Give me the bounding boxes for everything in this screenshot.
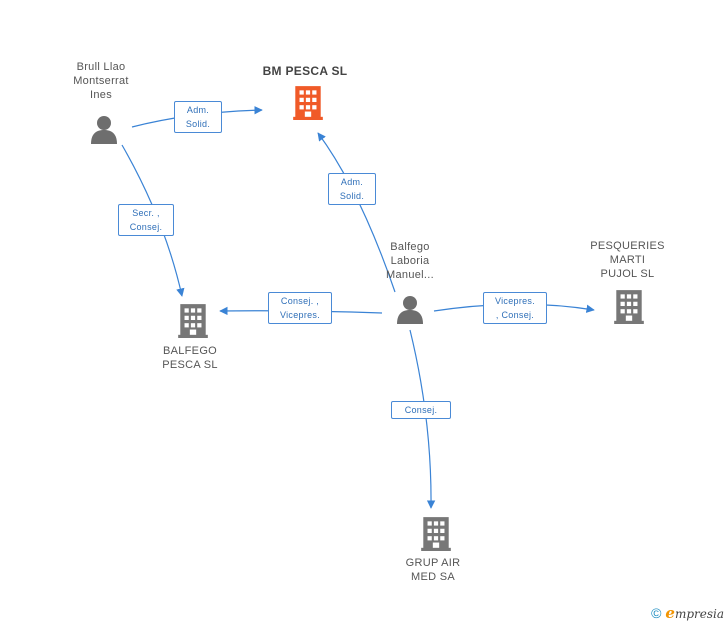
edge-label-person-grup-air: Consej. <box>391 401 451 419</box>
node-label-bm-pesca[interactable]: BM PESCA SL <box>262 64 348 78</box>
node-label-brull[interactable]: Brull Llao Montserrat Ines <box>73 61 129 101</box>
node-label-grup-air[interactable]: GRUP AIR MED SA <box>405 557 461 583</box>
edge-label-person-bmpesca: Adm. Solid. <box>328 173 376 205</box>
brand-logo: empresia <box>665 604 724 622</box>
edge-label-person-pesqueries: Vicepres. , Consej. <box>483 292 547 324</box>
edge-label-brull-balfego-pesca: Secr. , Consej. <box>118 204 174 236</box>
node-label-pesqueries[interactable]: PESQUERIES MARTI PUJOL SL <box>590 240 665 280</box>
person-icon[interactable] <box>397 296 423 324</box>
building-icon[interactable] <box>178 304 208 338</box>
node-label-balfego-person[interactable]: Balfego Laboria Manuel... <box>386 241 434 281</box>
footer-brand: © empresia <box>651 604 724 622</box>
building-icon[interactable] <box>421 517 451 551</box>
building-icon[interactable] <box>614 290 644 324</box>
building-icon[interactable] <box>293 86 323 120</box>
copyright-icon: © <box>651 605 662 621</box>
person-icon[interactable] <box>91 116 117 144</box>
edge-person-grup-air <box>409 329 436 509</box>
edge-label-brull-bmpesca: Adm. Solid. <box>174 101 222 133</box>
node-label-balfego-pesca[interactable]: BALFEGO PESCA SL <box>162 345 218 371</box>
edge-label-person-balfego-pesca: Consej. , Vicepres. <box>268 292 332 324</box>
